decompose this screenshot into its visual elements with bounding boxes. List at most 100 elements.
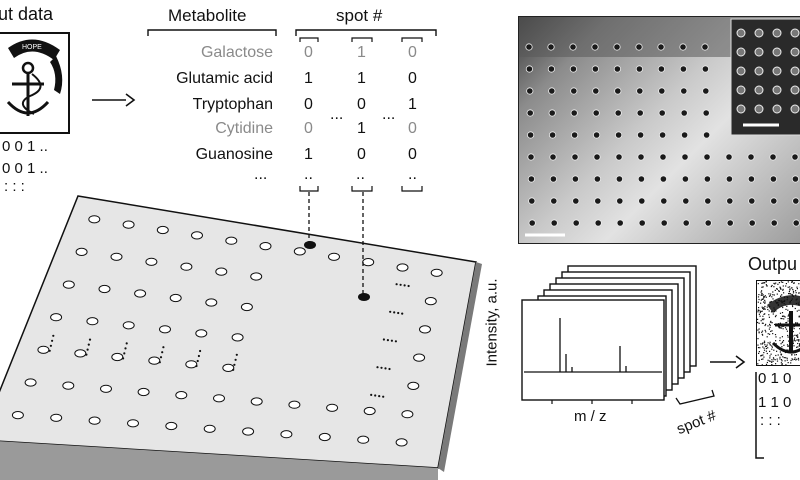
micro-spot xyxy=(792,219,800,227)
micro-spot xyxy=(615,175,624,183)
output-image xyxy=(756,280,800,366)
ellipsis-dot xyxy=(374,394,377,397)
noise-pixel xyxy=(782,289,784,291)
plate-spot xyxy=(74,349,87,358)
micro-spot xyxy=(528,197,536,205)
noise-pixel xyxy=(785,322,787,324)
noise-pixel xyxy=(796,322,799,324)
plate-spot xyxy=(100,384,112,393)
noise-pixel xyxy=(779,337,781,339)
plate-spot xyxy=(363,406,376,416)
inset-spot xyxy=(754,104,764,114)
noise-pixel xyxy=(778,290,780,292)
noise-pixel xyxy=(762,322,764,324)
micro-spot xyxy=(726,197,734,205)
spot-value: 0 xyxy=(357,96,366,113)
plate-spot xyxy=(280,430,293,439)
noise-pixel xyxy=(782,285,784,287)
input-data-title: ut data xyxy=(0,4,54,24)
noise-pixel xyxy=(787,362,789,364)
spot-value: 0 xyxy=(408,146,417,163)
noise-pixel xyxy=(787,320,789,322)
noise-pixel xyxy=(789,286,791,288)
ellipsis-dot xyxy=(380,366,383,369)
plate-spot xyxy=(396,263,409,272)
noise-pixel xyxy=(768,314,770,316)
noise-pixel xyxy=(770,330,772,332)
noise-pixel xyxy=(796,288,798,290)
noise-pixel xyxy=(789,288,791,290)
plate-spot xyxy=(180,262,193,271)
mid-ellipsis-1: ... xyxy=(330,106,344,123)
plate-spot xyxy=(222,363,235,372)
ellipsis-dot xyxy=(407,284,410,288)
y-axis-label: Intensity, a.u. xyxy=(483,278,501,367)
micro-spot xyxy=(613,43,621,51)
spectrum-x-ticks xyxy=(551,400,633,404)
noise-pixel xyxy=(777,283,779,285)
ellipsis-dot xyxy=(122,357,125,360)
logo-text: HOPE xyxy=(22,44,42,51)
noise-pixel xyxy=(776,360,779,362)
micro-spot xyxy=(703,131,711,139)
noise-pixel xyxy=(774,289,776,291)
noise-pixel xyxy=(765,345,768,347)
plate-spot xyxy=(250,272,263,281)
inset-spot xyxy=(736,47,746,57)
micro-spot xyxy=(591,65,600,73)
plate-spot xyxy=(203,424,216,433)
inset-spot xyxy=(754,66,764,76)
noise-pixel xyxy=(766,336,768,338)
noise-pixel xyxy=(791,358,793,360)
micro-spot xyxy=(725,175,733,183)
micro-spot xyxy=(638,219,646,227)
noise-pixel xyxy=(798,316,800,318)
noise-pixel xyxy=(786,357,788,359)
noise-pixel xyxy=(785,357,787,359)
noise-pixel xyxy=(788,293,790,295)
ellipsis-dot xyxy=(232,368,235,371)
noise-pixel xyxy=(791,287,793,289)
plate-spot xyxy=(11,411,24,420)
noise-pixel xyxy=(759,315,761,317)
noise-pixel xyxy=(764,301,766,303)
micro-spot xyxy=(636,87,644,95)
noise-pixel xyxy=(772,357,775,359)
ellipsis-dot xyxy=(52,334,55,337)
micro-spot xyxy=(682,197,690,205)
noise-pixel xyxy=(763,313,765,315)
plate-spot xyxy=(328,252,340,261)
micro-spot xyxy=(702,109,710,117)
ellipsis-dot xyxy=(393,311,396,314)
noise-pixel xyxy=(780,295,782,297)
spectrum-front xyxy=(521,299,665,401)
noise-pixel xyxy=(774,283,776,285)
noise-pixel xyxy=(761,290,763,292)
noise-pixel xyxy=(785,285,787,287)
micro-spot xyxy=(658,87,666,95)
noise-pixel xyxy=(785,364,787,365)
noise-pixel xyxy=(762,286,764,288)
noise-pixel xyxy=(792,305,794,308)
noise-pixel xyxy=(769,343,771,345)
noise-pixel xyxy=(772,291,774,293)
col-ellipsis-3: .. xyxy=(408,166,417,183)
inset-spot xyxy=(754,85,764,95)
noise-pixel xyxy=(794,357,796,359)
input-to-table-arrow xyxy=(92,93,136,107)
noise-pixel xyxy=(765,281,767,283)
ellipsis-dot xyxy=(195,364,198,368)
micro-spot xyxy=(769,153,777,161)
noise-pixel xyxy=(762,334,764,336)
noise-pixel xyxy=(776,358,778,360)
plate-spot xyxy=(259,242,272,251)
noise-pixel xyxy=(763,352,765,354)
noise-pixel xyxy=(770,320,772,322)
spot-value: 1 xyxy=(357,70,366,87)
noise-pixel xyxy=(792,292,795,294)
noise-pixel xyxy=(784,327,787,329)
noise-pixel xyxy=(763,340,766,342)
ellipsis-dot xyxy=(87,343,90,346)
noise-pixel xyxy=(783,344,785,346)
plate-spot xyxy=(122,220,135,229)
